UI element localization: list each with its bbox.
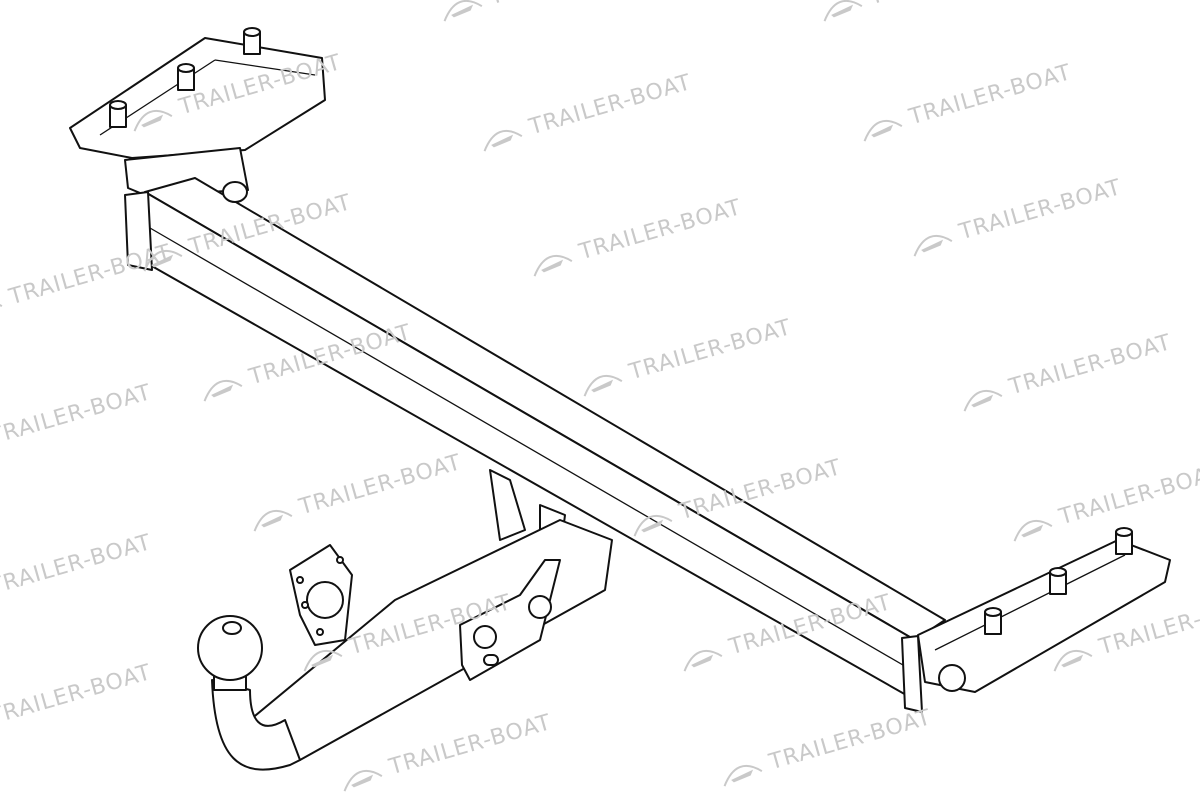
tow-ball: [197, 615, 263, 691]
socket-plate: [289, 544, 353, 646]
tow-arm: [211, 469, 613, 771]
left-mounting-bracket: [69, 37, 326, 196]
right-mounting-bracket: [917, 527, 1171, 693]
bolt-icon: [109, 27, 261, 128]
main-crossbeam: [124, 177, 946, 713]
